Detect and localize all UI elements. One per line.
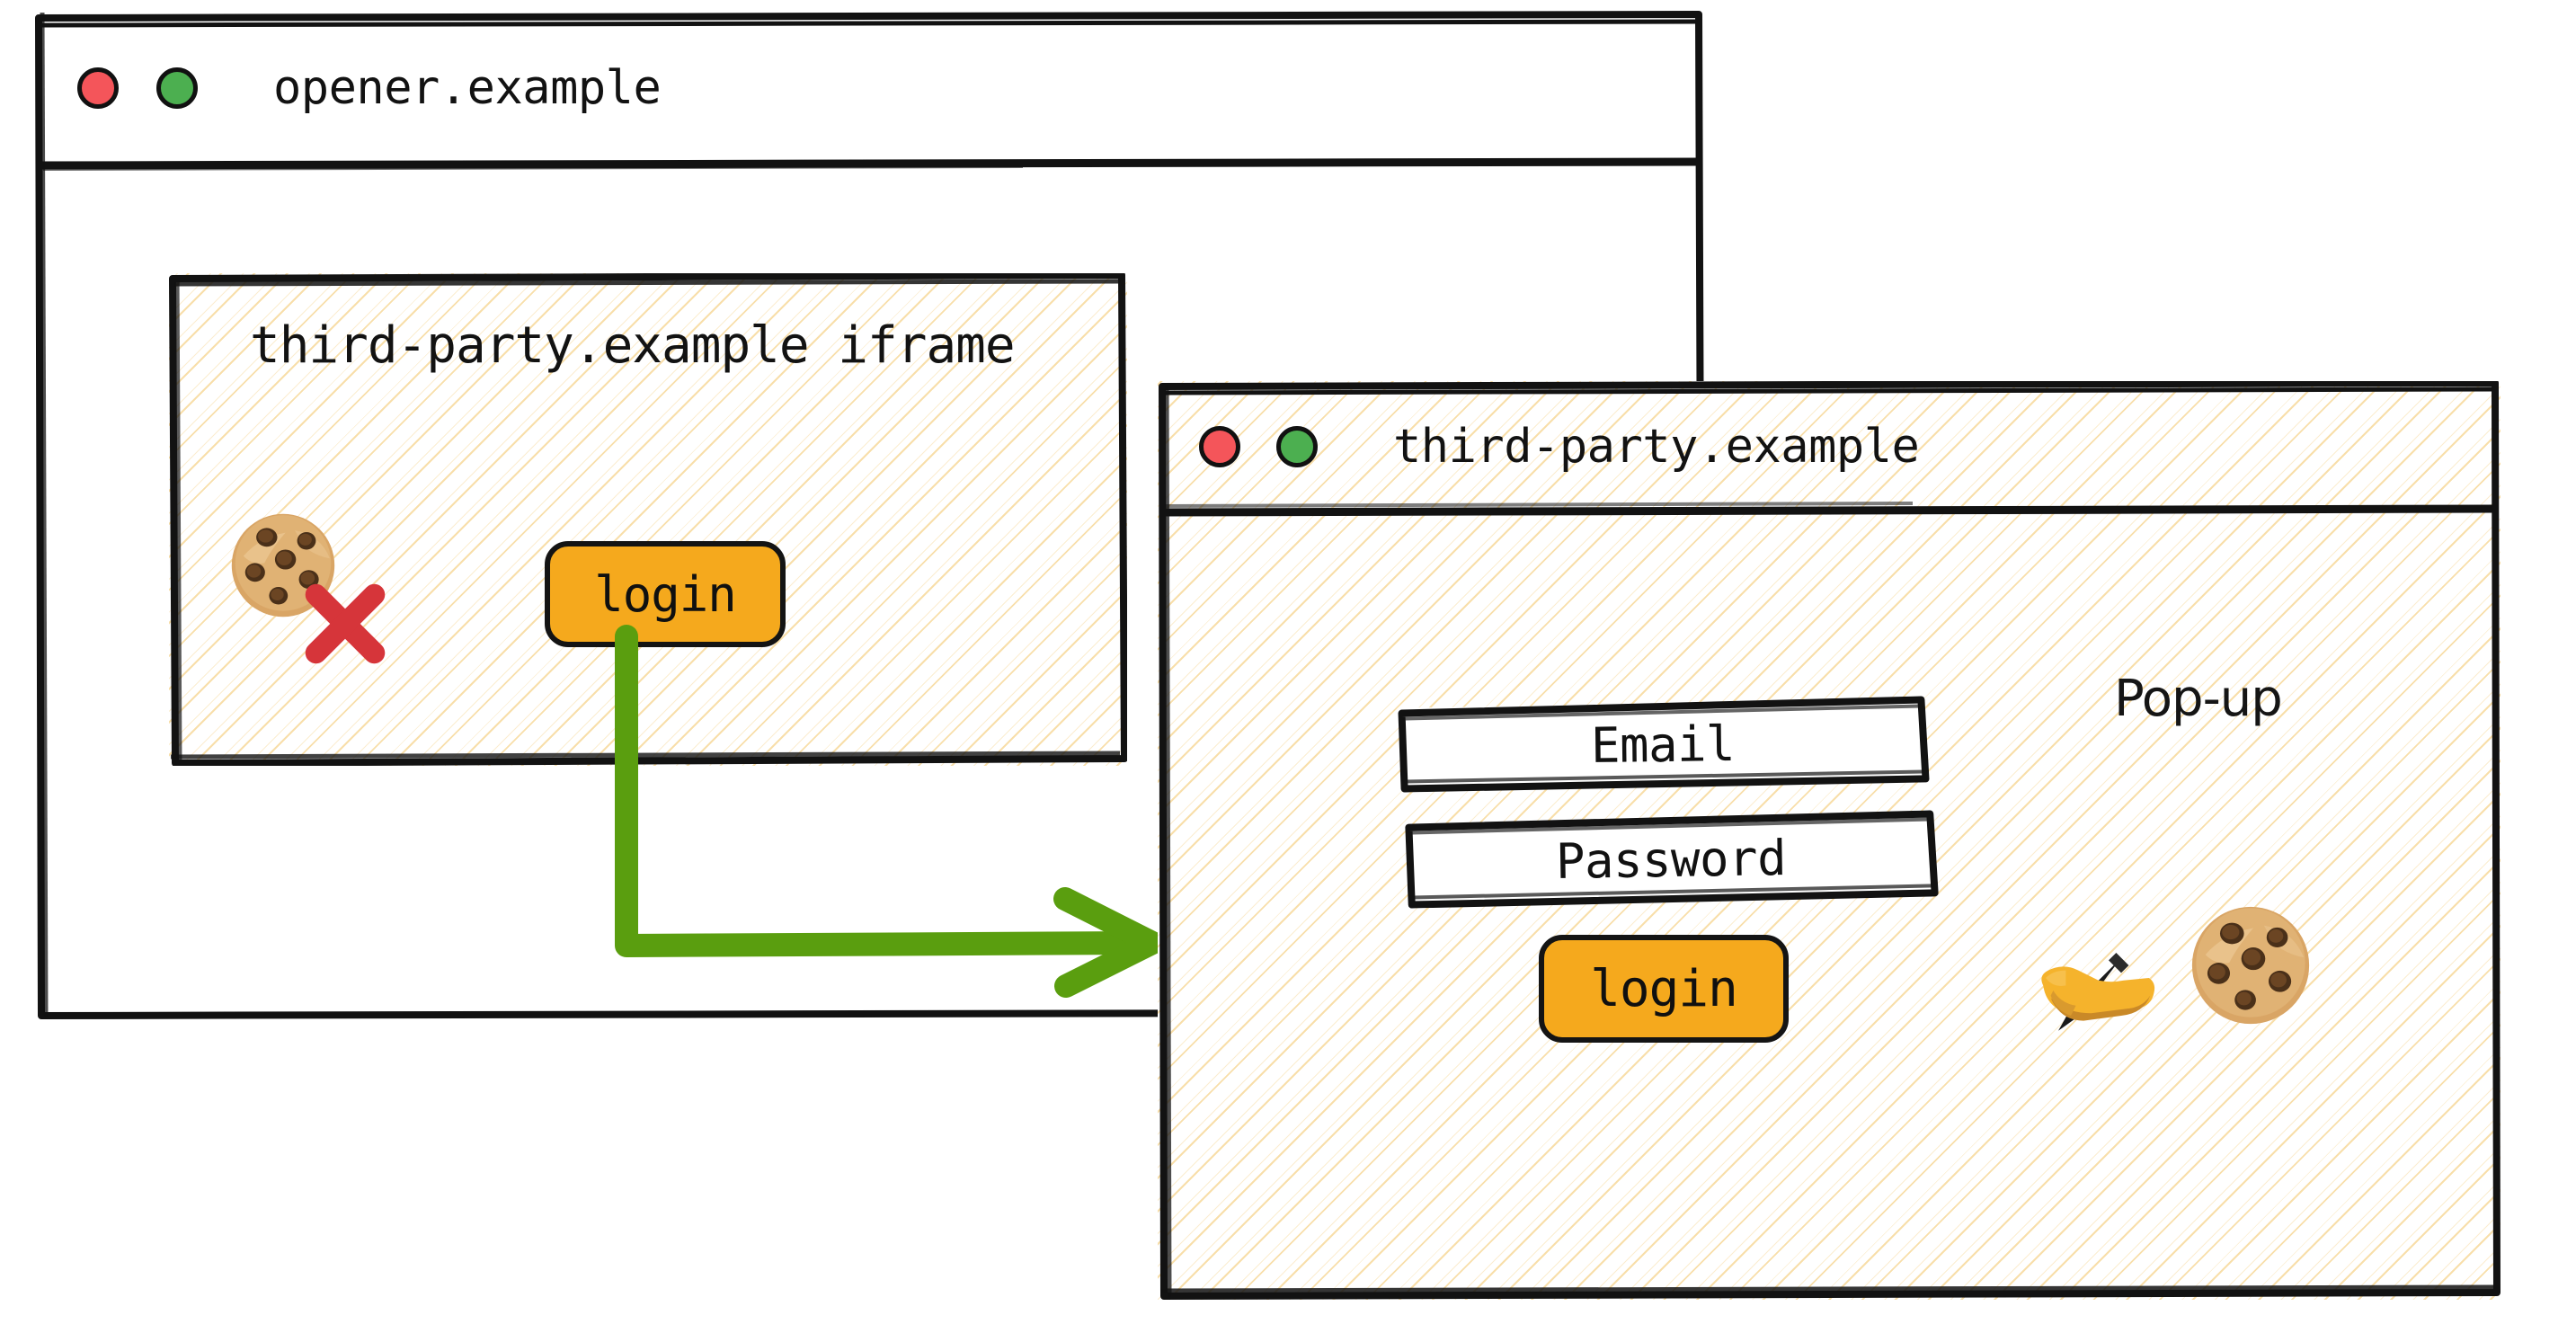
email-field-label: Email <box>1590 715 1736 774</box>
email-field[interactable]: Email <box>1398 696 1930 793</box>
opener-window-title: opener.example <box>273 61 662 115</box>
popup-annotation-label: Pop-up <box>2114 670 2283 728</box>
opener-titlebar: opener.example <box>34 11 1706 165</box>
close-window-dot[interactable] <box>77 67 119 109</box>
password-field-label: Password <box>1555 829 1787 890</box>
iframe-login-button-label: login <box>594 565 737 623</box>
cookie-icon <box>231 513 335 618</box>
popup-titlebar: third-party.example <box>1158 381 2500 512</box>
cookie-icon <box>2191 906 2310 1025</box>
popup-window-title: third-party.example <box>1393 420 1920 474</box>
iframe-title-label: third-party.example iframe <box>250 316 1016 375</box>
iframe-login-button[interactable]: login <box>545 541 786 647</box>
maximize-window-dot[interactable] <box>156 67 198 109</box>
red-cross-icon <box>305 583 386 664</box>
close-window-dot[interactable] <box>1199 426 1240 467</box>
popup-login-button[interactable]: login <box>1539 935 1789 1043</box>
writing-hand-icon <box>2041 953 2155 1031</box>
diagram-title: Third-party iframe opening a pop-up to s… <box>0 0 1 1</box>
popup-login-button-label: login <box>1590 959 1738 1018</box>
maximize-window-dot[interactable] <box>1276 426 1318 467</box>
password-field[interactable]: Password <box>1405 810 1939 909</box>
